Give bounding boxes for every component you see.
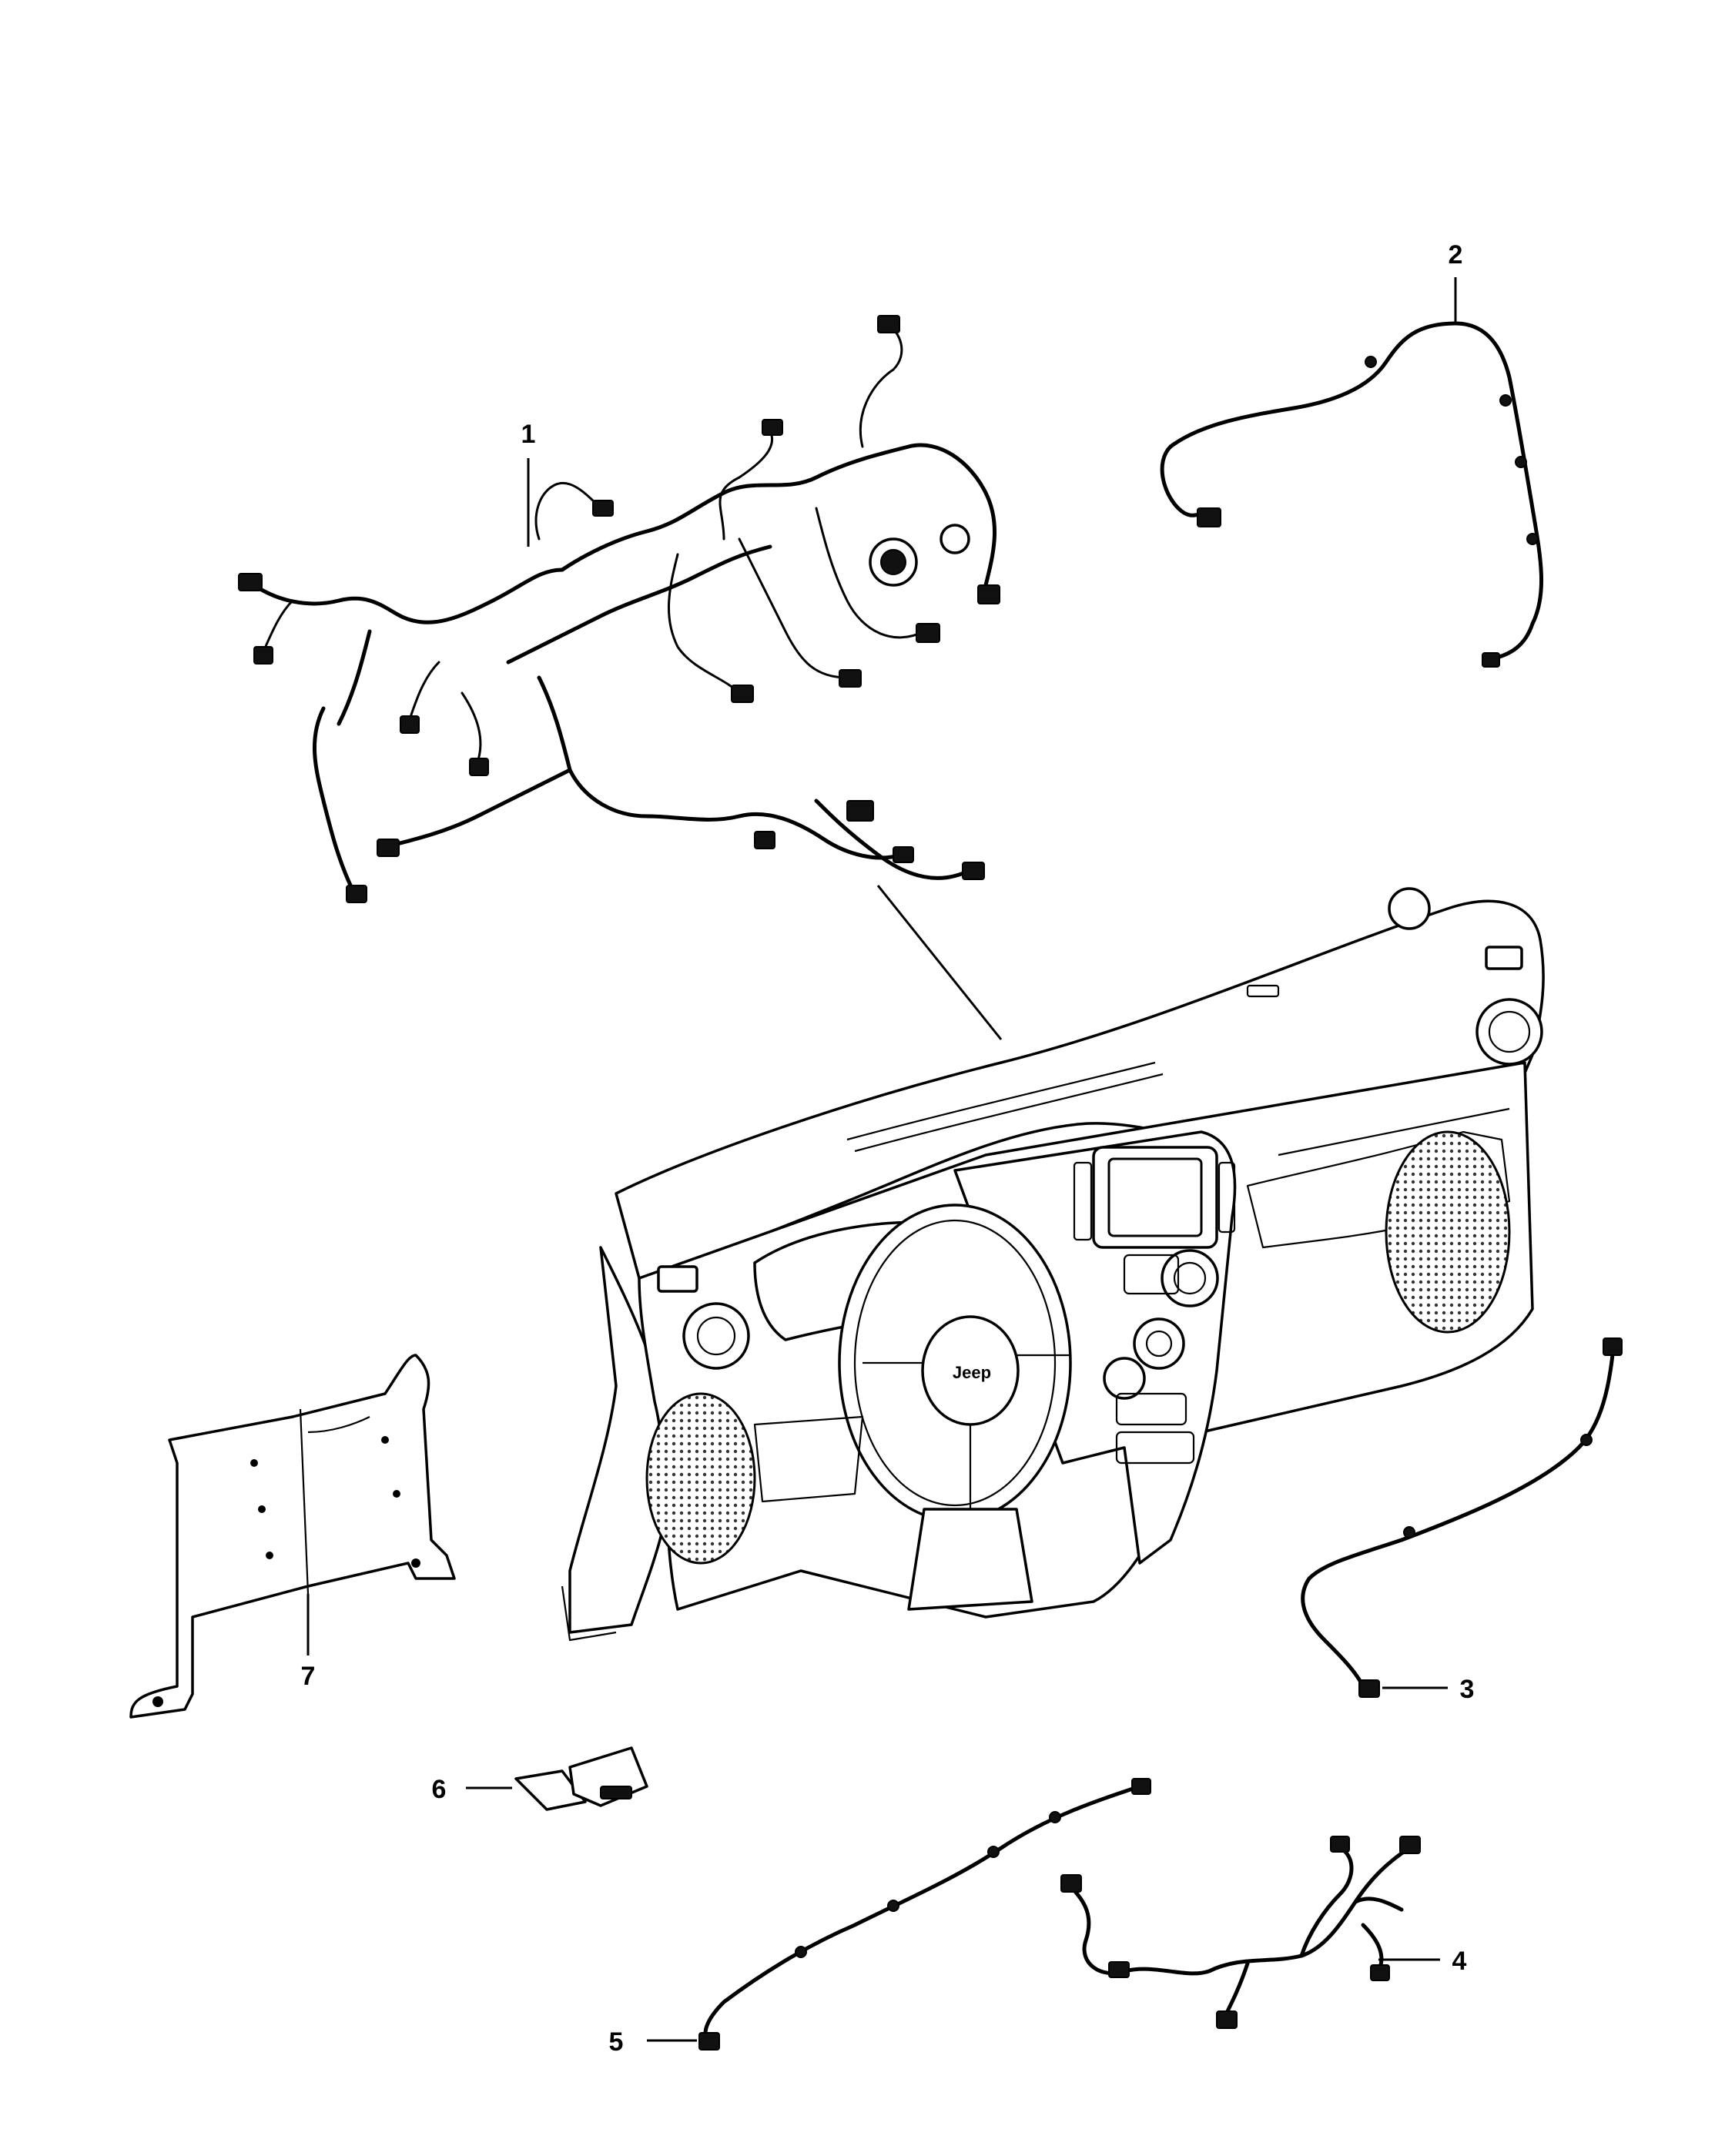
svg-text:7: 7	[301, 1662, 316, 1691]
module-6[interactable]	[514, 1746, 648, 1811]
bracket-7[interactable]	[129, 1354, 456, 1719]
callout-1: 1	[521, 420, 536, 547]
svg-text:1: 1	[521, 420, 536, 449]
callout-2: 2	[1449, 240, 1463, 323]
svg-text:2: 2	[1449, 240, 1463, 270]
instrument-panel-harness[interactable]	[238, 315, 1000, 903]
harness-4[interactable]	[1060, 1836, 1421, 2029]
callout-3: 3	[1382, 1675, 1474, 1704]
callout-5: 5	[609, 2027, 697, 2057]
callout-7: 7	[301, 1594, 316, 1691]
callout-4: 4	[1378, 1947, 1467, 1976]
harness-2[interactable]	[1160, 321, 1543, 668]
harness-5[interactable]	[698, 1778, 1151, 2051]
svg-text:4: 4	[1452, 1947, 1467, 1976]
svg-text:3: 3	[1460, 1675, 1475, 1704]
svg-text:6: 6	[432, 1775, 447, 1804]
instrument-panel: Jeep	[561, 887, 1545, 1642]
callout-6: 6	[432, 1775, 512, 1804]
harness-to-dash-leader	[876, 885, 1003, 1040]
harness-3[interactable]	[1301, 1337, 1623, 1698]
svg-text:5: 5	[609, 2027, 624, 2057]
steering-wheel-emblem: Jeep	[953, 1363, 991, 1382]
